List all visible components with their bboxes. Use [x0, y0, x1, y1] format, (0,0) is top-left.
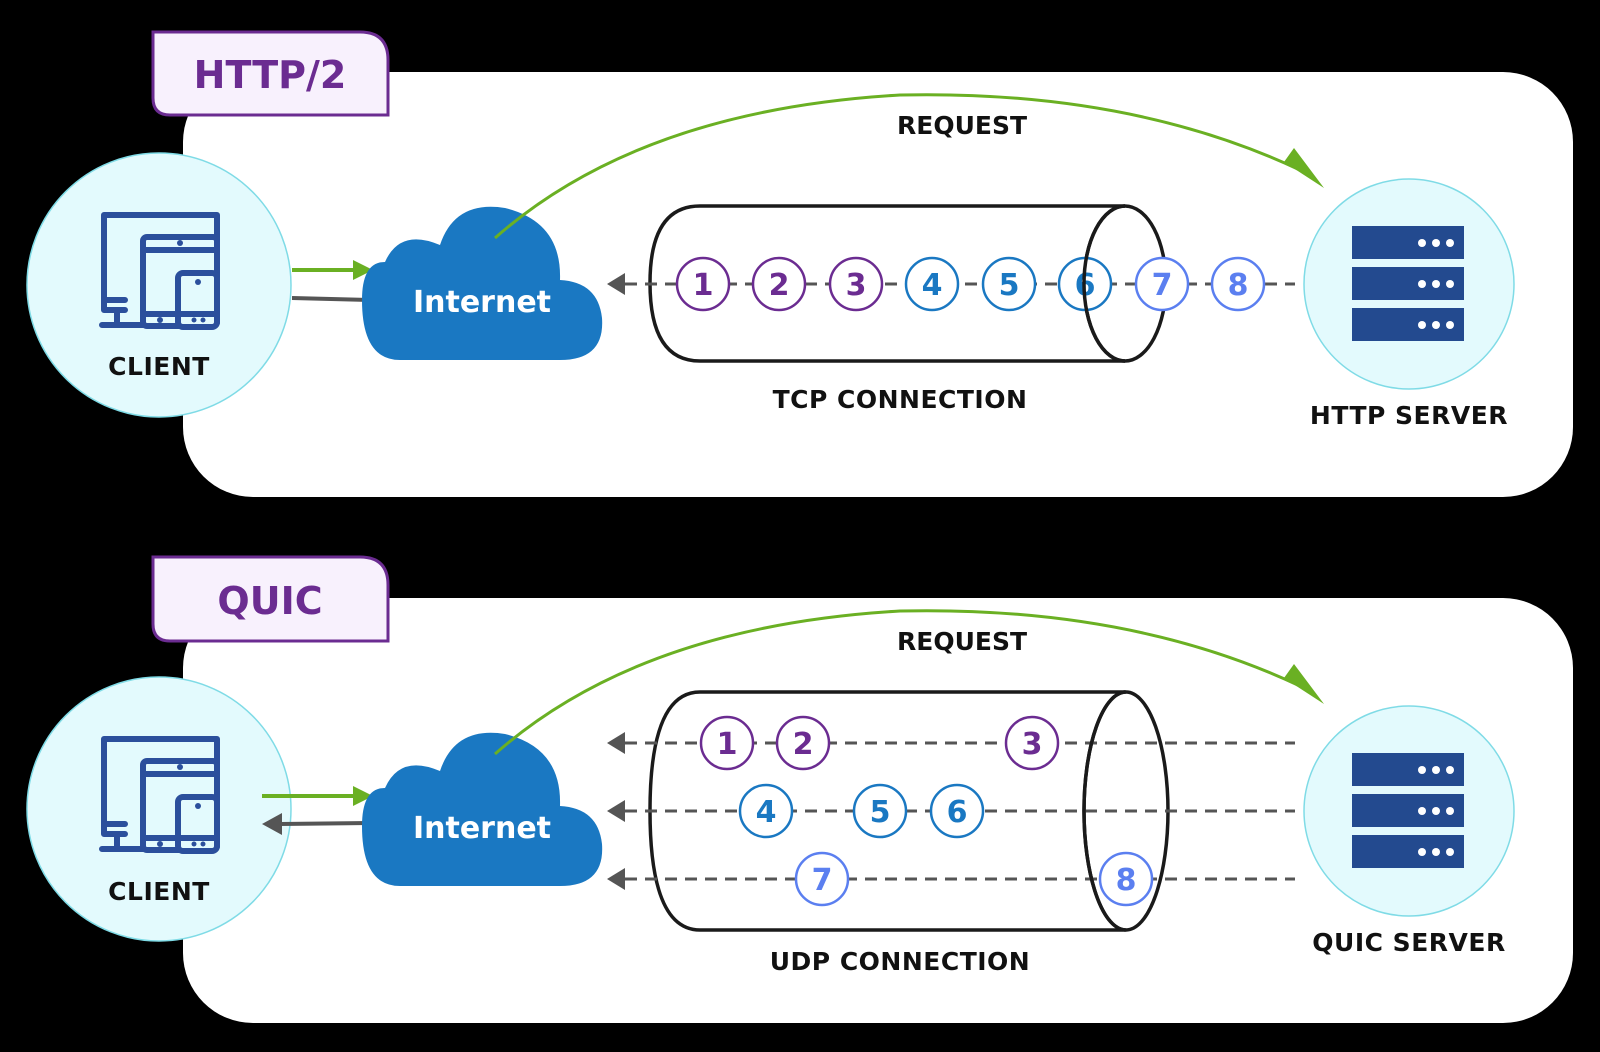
http2-client-internet-arrows [291, 260, 373, 302]
packet-number: 5 [870, 795, 891, 830]
packet-6: 6 [929, 783, 985, 839]
lane-arrow-head-icon [607, 800, 625, 822]
client-node-circle [26, 152, 292, 418]
packet-circle [929, 783, 985, 839]
packet-circle [904, 256, 960, 312]
http2-tab-box [151, 30, 390, 117]
request-arrow-head-icon [1284, 664, 1324, 704]
http2-client-node: CLIENT [26, 152, 292, 418]
quic-client-internet-arrows [262, 786, 373, 835]
packet-number: 1 [717, 727, 738, 762]
quic-client-node: CLIENT [26, 676, 292, 942]
quic-title: QUIC [217, 579, 322, 623]
lane-arrow-head-icon [607, 868, 625, 890]
udp-connection-label: UDP CONNECTION [770, 947, 1030, 976]
packet-8: 8 [1210, 256, 1266, 312]
packet-circle [775, 715, 831, 771]
packet-2: 2 [751, 256, 807, 312]
packet-number: 7 [812, 863, 833, 898]
quic-client-label: CLIENT [108, 877, 210, 906]
packet-circle [852, 783, 908, 839]
packet-circle [1134, 256, 1190, 312]
http2-internet-label: Internet [413, 285, 551, 320]
packet-3: 3 [828, 256, 884, 312]
devices-icon [99, 736, 220, 854]
packet-circle [828, 256, 884, 312]
packet-number: 2 [769, 268, 790, 303]
quic-request-arrow: REQUEST [494, 609, 1324, 756]
http2-request-arrow: REQUEST [494, 93, 1324, 240]
packet-7: 7 [794, 851, 850, 907]
packet-number: 8 [1116, 863, 1137, 898]
tube-rim-front [1082, 204, 1126, 363]
quic-server-label: QUIC SERVER [1312, 928, 1505, 957]
packet-circle [1004, 715, 1060, 771]
http2-server-node: HTTP SERVER [1303, 178, 1515, 430]
packet-number: 1 [693, 268, 714, 303]
incoming-arrow-line [279, 821, 371, 826]
incoming-line [291, 296, 371, 302]
quic-server-node: QUIC SERVER [1303, 705, 1515, 957]
quic-title-tab: QUIC [151, 555, 390, 643]
packet-number: 3 [846, 268, 867, 303]
packet-number: 6 [947, 795, 968, 830]
packet-number: 3 [1022, 727, 1043, 762]
cloud-icon [362, 206, 603, 360]
packet-circle [1098, 851, 1154, 907]
packet-circle [794, 851, 850, 907]
packet-8: 8 [1098, 851, 1154, 907]
http2-client-label: CLIENT [108, 352, 210, 381]
quic-internet-cloud: Internet [362, 732, 603, 886]
packet-1: 1 [675, 256, 731, 312]
packet-circle [751, 256, 807, 312]
outgoing-arrow-head-icon [353, 260, 373, 280]
packet-circle [738, 783, 794, 839]
packet-3: 3 [1004, 715, 1060, 771]
server-rack-icon [1352, 753, 1464, 868]
packet-5: 5 [852, 783, 908, 839]
outgoing-arrow-head-icon [353, 786, 373, 806]
quic-internet-label: Internet [413, 811, 551, 846]
quic-tab-box [151, 555, 390, 643]
packet-1: 1 [699, 715, 755, 771]
http2-title-tab: HTTP/2 [151, 30, 390, 117]
packet-number: 7 [1152, 268, 1173, 303]
http2-title: HTTP/2 [194, 53, 347, 97]
packet-number: 8 [1228, 268, 1249, 303]
request-arrow-head-icon [1284, 148, 1324, 188]
packet-7: 7 [1134, 256, 1190, 312]
packet-circle [1210, 256, 1266, 312]
incoming-arrow-head-icon [262, 813, 282, 835]
http2-server-label: HTTP SERVER [1310, 401, 1508, 430]
devices-icon [99, 212, 220, 330]
quic-request-label: REQUEST [897, 627, 1027, 656]
packet-number: 4 [922, 268, 943, 303]
packet-4: 4 [738, 783, 794, 839]
server-rack-icon [1352, 226, 1464, 341]
packet-circle [699, 715, 755, 771]
packet-4: 4 [904, 256, 960, 312]
packet-number: 5 [999, 268, 1020, 303]
quic-packet-lanes: 1 2 3 4 5 6 7 8 [607, 690, 1295, 932]
http2-panel: HTTP/2 CLIENT [26, 30, 1573, 497]
lane-arrow-head-icon [607, 273, 625, 295]
packet-5: 5 [981, 256, 1037, 312]
tube-rim-front [1082, 690, 1127, 932]
packet-2: 2 [775, 715, 831, 771]
http2-internet-cloud: Internet [362, 206, 603, 360]
cloud-icon [362, 732, 603, 886]
packet-circle [675, 256, 731, 312]
request-arc [494, 609, 1301, 756]
quic-panel: QUIC CLIENT [26, 555, 1573, 1023]
lane-arrow-head-icon [607, 732, 625, 754]
packet-number: 2 [793, 727, 814, 762]
request-arc [494, 93, 1301, 240]
client-node-circle [26, 676, 292, 942]
tcp-connection-label: TCP CONNECTION [773, 385, 1028, 414]
packet-number: 4 [756, 795, 777, 830]
packet-circle [981, 256, 1037, 312]
http2-request-label: REQUEST [897, 111, 1027, 140]
